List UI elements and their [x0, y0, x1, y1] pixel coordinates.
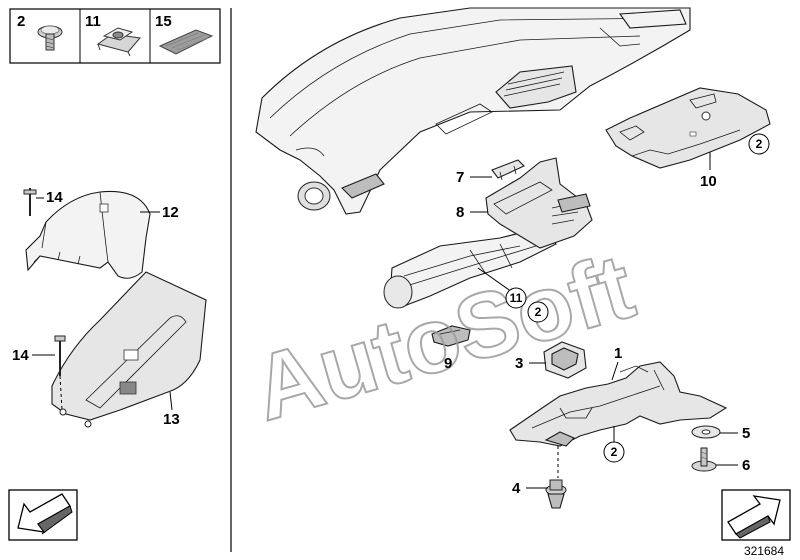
- callout-2-underbody: 2: [603, 426, 625, 463]
- legend-number: 2: [17, 13, 25, 30]
- callout-label: 2: [756, 137, 763, 151]
- callout-4: 4: [512, 480, 548, 497]
- screw-14-lower[interactable]: [54, 335, 66, 376]
- lower-trim-panel-11[interactable]: [383, 227, 557, 309]
- callout-label: 6: [742, 457, 750, 474]
- nav-forward-button[interactable]: [721, 489, 791, 541]
- callout-label: 8: [456, 204, 464, 221]
- callout-label: 1: [614, 345, 622, 362]
- callout-2-trim: 2: [527, 301, 549, 323]
- callout-label: 10: [700, 173, 717, 190]
- callout-label: 2: [611, 445, 618, 459]
- callout-2-cover: 2: [748, 133, 770, 155]
- callout-label: 4: [512, 480, 521, 497]
- callout-10: 10: [700, 152, 717, 190]
- legend-item-screw[interactable]: 2: [17, 13, 63, 51]
- callout-label: 12: [162, 204, 179, 221]
- callout-7: 7: [456, 169, 492, 186]
- callout-9: 9: [444, 355, 452, 372]
- clip-9[interactable]: [431, 325, 471, 347]
- legend-item-nut-clip[interactable]: 11: [85, 13, 141, 57]
- washer-5[interactable]: [691, 425, 721, 439]
- callout-5: 5: [720, 425, 750, 442]
- underbody-cover-1[interactable]: [509, 361, 728, 447]
- callout-8: 8: [456, 204, 488, 221]
- callout-label: 11: [510, 291, 523, 305]
- fastener-4[interactable]: [545, 479, 567, 509]
- callout-label: 3: [515, 355, 523, 372]
- legend-number: 15: [155, 13, 172, 30]
- callout-label: 14: [46, 189, 63, 206]
- steering-column-cover-upper[interactable]: [25, 190, 151, 279]
- screw-icon: [37, 25, 63, 51]
- arrow-up-right-icon: [727, 495, 781, 539]
- steering-column-cover-lower[interactable]: [0, 271, 207, 421]
- legend-number: 11: [85, 13, 101, 30]
- arrow-down-left-icon: [17, 493, 73, 535]
- callout-1: 1: [611, 345, 622, 381]
- callout-12: 12: [140, 204, 179, 221]
- cover-10[interactable]: [605, 87, 771, 169]
- felt-pad-icon: [158, 29, 214, 55]
- screw-14-upper[interactable]: [23, 188, 37, 216]
- legend-item-felt-pad[interactable]: 15: [155, 13, 214, 55]
- dashboard-assembly[interactable]: [255, 7, 691, 215]
- bracket-7[interactable]: [491, 159, 525, 181]
- holder-3[interactable]: [543, 341, 587, 379]
- callout-3: 3: [515, 355, 546, 372]
- nav-back-button[interactable]: [8, 489, 78, 541]
- callout-label: 7: [456, 169, 464, 186]
- callout-11: 11: [477, 267, 527, 309]
- callout-label: 14: [12, 347, 29, 364]
- callout-label: 13: [163, 411, 180, 428]
- callout-14-lower: 14: [12, 347, 55, 364]
- callout-label: 5: [742, 425, 750, 442]
- reference-number: 321684: [744, 544, 784, 558]
- legend: 2 11 15: [9, 8, 221, 64]
- callout-6: 6: [716, 457, 750, 474]
- bracket-8[interactable]: [485, 157, 593, 249]
- callout-13: 13: [163, 391, 180, 428]
- callout-14-upper: 14: [36, 189, 63, 206]
- callout-label: 2: [535, 305, 542, 319]
- nut-clip-icon: [96, 27, 141, 57]
- callout-label: 9: [444, 355, 452, 372]
- bolt-6[interactable]: [691, 447, 717, 472]
